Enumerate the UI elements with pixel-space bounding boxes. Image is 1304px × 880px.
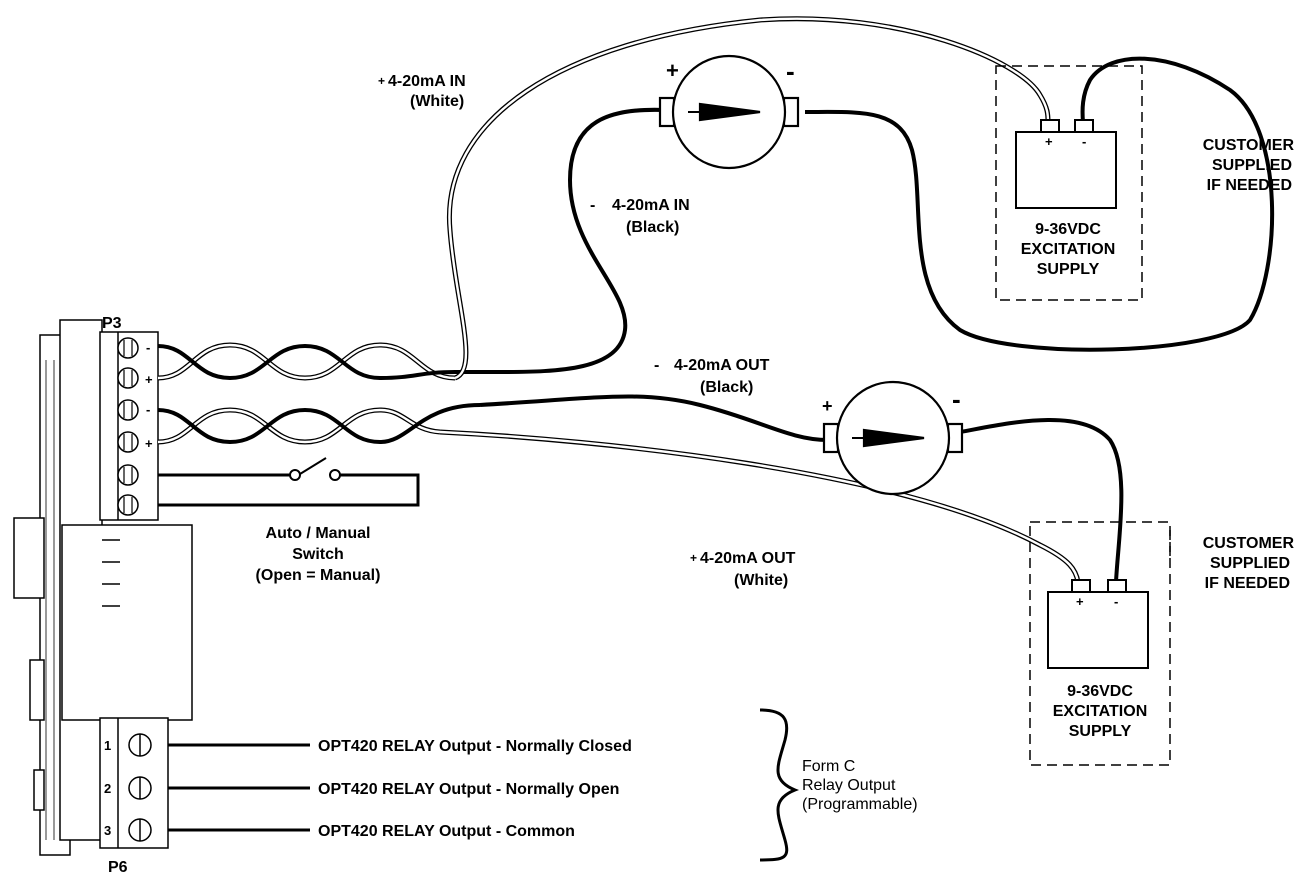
p3-pol-4: +	[145, 436, 153, 451]
supply-top-line-2: EXCITATION	[1021, 241, 1116, 258]
meter-top-plus: +	[666, 58, 679, 83]
supply-bottom-note-3: IF NEEDED	[1205, 575, 1290, 592]
in-plus-color: (White)	[410, 93, 464, 110]
in-minus-label: 4-20mA IN	[612, 197, 690, 214]
meter-bottom-minus: -	[952, 384, 961, 414]
in-minus-sign: -	[590, 197, 595, 214]
p3-terminal-block	[99, 331, 159, 521]
meter-top-minus: -	[786, 56, 795, 86]
relay-output-no: OPT420 RELAY Output - Normally Open	[318, 781, 619, 798]
in-plus-label: 4-20mA IN	[388, 73, 466, 90]
relay-group-3: (Programmable)	[802, 796, 918, 813]
p6-pin-1: 1	[104, 738, 111, 753]
output-supply	[1029, 521, 1171, 766]
relay-output-nc: OPT420 RELAY Output - Normally Closed	[318, 738, 632, 755]
relay-brace	[759, 708, 800, 862]
supply-top-note-1: CUSTOMER	[1203, 137, 1295, 154]
switch-label-3: (Open = Manual)	[256, 567, 381, 584]
supply-top-line-1: 9-36VDC	[1035, 221, 1101, 238]
p3-pol-1: -	[146, 340, 150, 355]
relay-group-1: Form C	[802, 758, 855, 775]
circuit-board	[13, 319, 193, 856]
supply-bottom-line-2: EXCITATION	[1053, 703, 1148, 720]
supply-top-note-3: IF NEEDED	[1207, 177, 1292, 194]
input-supply	[995, 65, 1143, 301]
p6-pin-3: 3	[104, 823, 111, 838]
supply-bottom-line-3: SUPPLY	[1069, 723, 1132, 740]
p3-pol-2: +	[145, 372, 153, 387]
supply-top-line-3: SUPPLY	[1037, 261, 1100, 278]
twisted-pair-in	[157, 342, 500, 381]
in-plus-sign: +	[378, 74, 385, 88]
in-minus-color: (Black)	[626, 219, 679, 236]
out-minus-sign: -	[654, 357, 659, 374]
twisted-pair-out	[157, 403, 481, 445]
meter-bottom-plus: +	[822, 396, 833, 416]
output-loop-meter	[822, 380, 964, 496]
supply-top-minus: -	[1082, 134, 1086, 149]
supply-top-note-2: SUPPLIED	[1212, 157, 1292, 174]
out-plus-sign: +	[690, 551, 697, 565]
auto-manual-switch	[158, 457, 420, 507]
supply-bottom-minus: -	[1114, 594, 1118, 609]
supply-bottom-note-2: SUPPLIED	[1210, 555, 1290, 572]
out-plus-label: 4-20mA OUT	[700, 550, 796, 567]
relay-output-common: OPT420 RELAY Output - Common	[318, 823, 575, 840]
p3-pol-3: -	[146, 402, 150, 417]
out-plus-color: (White)	[734, 572, 788, 589]
relay-output-lines	[168, 743, 310, 832]
input-loop-meter	[658, 54, 800, 170]
p6-label: P6	[108, 859, 128, 876]
relay-group-2: Relay Output	[802, 777, 896, 794]
switch-label-2: Switch	[292, 546, 344, 563]
p6-pin-2: 2	[104, 781, 111, 796]
input-loop-wires	[446, 16, 1275, 381]
supply-bottom-plus: +	[1076, 594, 1084, 609]
switch-label-1: Auto / Manual	[266, 525, 371, 542]
supply-bottom-line-1: 9-36VDC	[1067, 683, 1133, 700]
supply-top-plus: +	[1045, 134, 1053, 149]
out-minus-color: (Black)	[700, 379, 753, 396]
p6-terminal-block	[99, 717, 169, 849]
out-minus-label: 4-20mA OUT	[674, 357, 770, 374]
supply-bottom-note-1: CUSTOMER	[1203, 535, 1295, 552]
p3-label: P3	[102, 315, 122, 332]
